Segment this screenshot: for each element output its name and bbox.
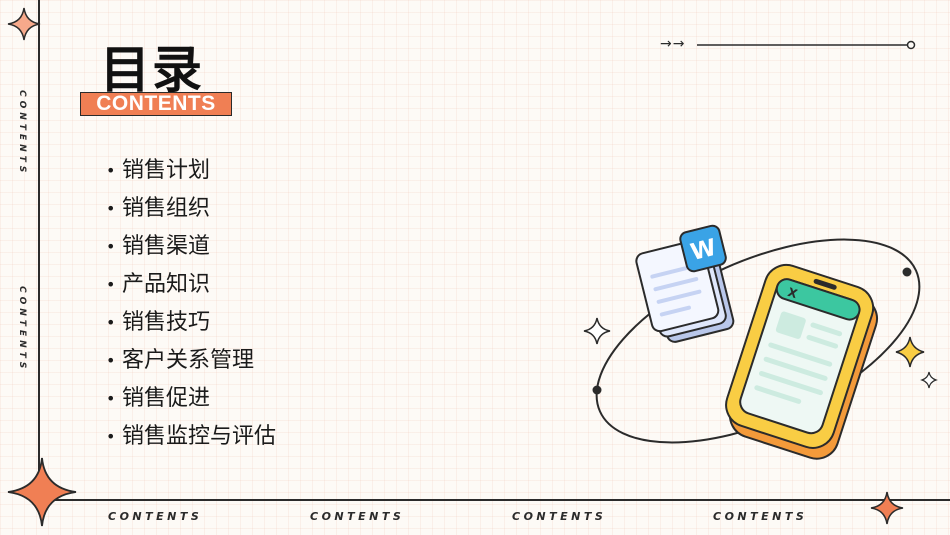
bottom-left-sparkle-icon: [7, 457, 77, 527]
small-sparkle-icon: [920, 371, 938, 389]
side-label-top: CONTENTS: [17, 90, 27, 177]
bullet-icon: •: [106, 199, 116, 218]
bullet-icon: •: [106, 389, 116, 408]
orbit-dot: [902, 267, 912, 277]
list-item-label: 产品知识: [122, 272, 211, 297]
left-frame-line: [38, 0, 40, 500]
list-item-label: 销售监控与评估: [122, 424, 277, 449]
bottom-label-1: CONTENTS: [108, 510, 203, 523]
bullet-icon: •: [106, 351, 116, 370]
bottom-label-2: CONTENTS: [310, 510, 405, 523]
page-title: 目录: [100, 41, 204, 99]
title-subtitle-badge: CONTENTS: [80, 92, 232, 116]
list-item-label: 销售渠道: [122, 234, 211, 259]
list-item[interactable]: • 销售促进: [106, 381, 276, 419]
bullet-icon: •: [106, 161, 116, 180]
spreadsheet-phone-icon: X: [725, 263, 878, 460]
list-item-label: 客户关系管理: [122, 348, 255, 373]
top-left-sparkle-icon: [7, 7, 41, 41]
progress-line-decoration: [697, 40, 916, 50]
orbit-dot: [592, 385, 602, 395]
bullet-icon: •: [106, 237, 116, 256]
bottom-label-3: CONTENTS: [512, 510, 607, 523]
list-item-label: 销售技巧: [122, 310, 211, 335]
list-item[interactable]: • 销售组织: [106, 191, 276, 229]
list-item[interactable]: • 客户关系管理: [106, 343, 276, 381]
list-item-label: 销售组织: [122, 196, 211, 221]
list-item[interactable]: • 产品知识: [106, 267, 276, 305]
list-item[interactable]: • 销售计划: [106, 153, 276, 191]
bullet-icon: •: [106, 275, 116, 294]
contents-list: • 销售计划 • 销售组织 • 销售渠道 • 产品知识 • 销售技巧 • 客户关系管理 • 销…: [106, 153, 276, 457]
arrow-icons: →→: [660, 36, 686, 52]
word-letter: W: [688, 235, 719, 266]
bottom-right-sparkle-icon: [870, 491, 904, 525]
bottom-frame-line: [38, 499, 950, 501]
list-item[interactable]: • 销售技巧: [106, 305, 276, 343]
list-item-label: 销售促进: [122, 386, 211, 411]
list-item[interactable]: • 销售监控与评估: [106, 419, 276, 457]
list-item-label: 销售计划: [122, 158, 211, 183]
word-document-icon: W: [635, 224, 735, 343]
bottom-label-4: CONTENTS: [713, 510, 808, 523]
bullet-icon: •: [106, 427, 116, 446]
list-item[interactable]: • 销售渠道: [106, 229, 276, 267]
side-label-bottom: CONTENTS: [17, 286, 27, 373]
bullet-icon: •: [106, 313, 116, 332]
yellow-sparkle-icon: [895, 336, 925, 368]
office-files-illustration: W X: [583, 224, 938, 460]
white-sparkle-icon: [583, 317, 611, 345]
